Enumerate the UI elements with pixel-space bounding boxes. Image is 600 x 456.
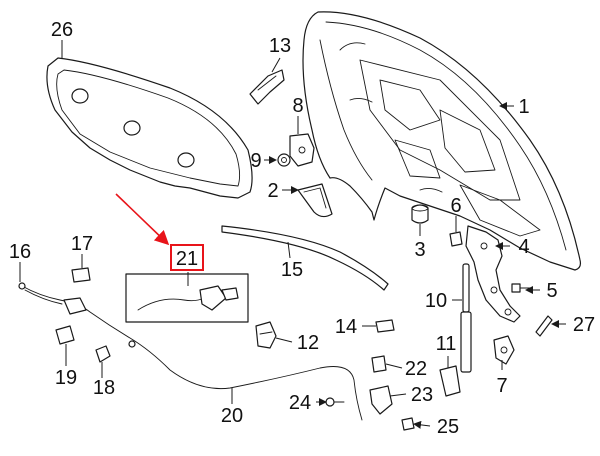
callout-18: 18 bbox=[93, 377, 115, 399]
part-14-connector bbox=[375, 319, 395, 333]
callout-7: 7 bbox=[496, 375, 507, 397]
callout-9: 9 bbox=[250, 150, 261, 172]
part-11-latch bbox=[439, 365, 461, 397]
part-2-trim-piece bbox=[297, 183, 333, 218]
callout-labels: 26 1 13 8 9 2 15 3 6 4 5 10 27 7 11 14 2… bbox=[9, 19, 595, 438]
callout-21: 21 bbox=[176, 248, 198, 270]
part-3-bump-stop bbox=[411, 204, 429, 224]
part-12-release-handle bbox=[255, 321, 277, 349]
callout-17: 17 bbox=[71, 233, 93, 255]
highlight-box bbox=[170, 244, 204, 271]
callout-27: 27 bbox=[573, 314, 595, 336]
callout-25: 25 bbox=[437, 416, 459, 438]
callout-2: 2 bbox=[267, 180, 278, 202]
callout-20: 20 bbox=[221, 405, 243, 427]
part-17-clip bbox=[71, 267, 91, 283]
part-7-bracket bbox=[493, 335, 515, 365]
callout-1: 1 bbox=[518, 96, 529, 118]
callout-6: 6 bbox=[450, 195, 461, 217]
callout-5: 5 bbox=[546, 280, 557, 302]
callout-12: 12 bbox=[297, 332, 319, 354]
part-18-clip bbox=[95, 345, 111, 363]
callout-10: 10 bbox=[425, 290, 447, 312]
part-26-insulation-pad bbox=[46, 57, 253, 199]
part-8-bracket bbox=[289, 133, 315, 167]
callout-4: 4 bbox=[518, 236, 529, 258]
callout-14: 14 bbox=[335, 316, 357, 338]
leader-lines bbox=[19, 40, 566, 429]
callout-13: 13 bbox=[269, 35, 291, 57]
callout-11: 11 bbox=[436, 333, 457, 355]
callout-16: 16 bbox=[9, 241, 31, 263]
part-23-bracket bbox=[369, 385, 393, 415]
part-19-clip bbox=[55, 325, 75, 345]
part-9-nut bbox=[277, 153, 291, 167]
part-13-bracket bbox=[249, 69, 285, 105]
part-1-hood-panel bbox=[302, 11, 582, 271]
highlight-arrow bbox=[115, 193, 170, 246]
callout-24: 24 bbox=[289, 392, 311, 414]
part-10-gas-strut bbox=[460, 263, 472, 373]
part-6-clip bbox=[449, 231, 463, 247]
part-15-seal-strip bbox=[221, 225, 389, 291]
callout-23: 23 bbox=[411, 384, 433, 406]
callout-8: 8 bbox=[292, 95, 303, 117]
part-24-bolt bbox=[325, 397, 345, 407]
part-20-release-cable bbox=[18, 282, 363, 421]
part-21-inset bbox=[125, 273, 249, 323]
part-27-rod bbox=[535, 315, 553, 337]
part-5-bolt bbox=[511, 283, 531, 293]
callout-15: 15 bbox=[281, 259, 303, 281]
part-25-clip bbox=[401, 417, 415, 431]
part-22-bracket bbox=[371, 355, 387, 373]
callout-26: 26 bbox=[51, 19, 73, 41]
callout-22: 22 bbox=[405, 358, 427, 380]
callout-3: 3 bbox=[414, 239, 425, 261]
callout-19: 19 bbox=[55, 367, 77, 389]
